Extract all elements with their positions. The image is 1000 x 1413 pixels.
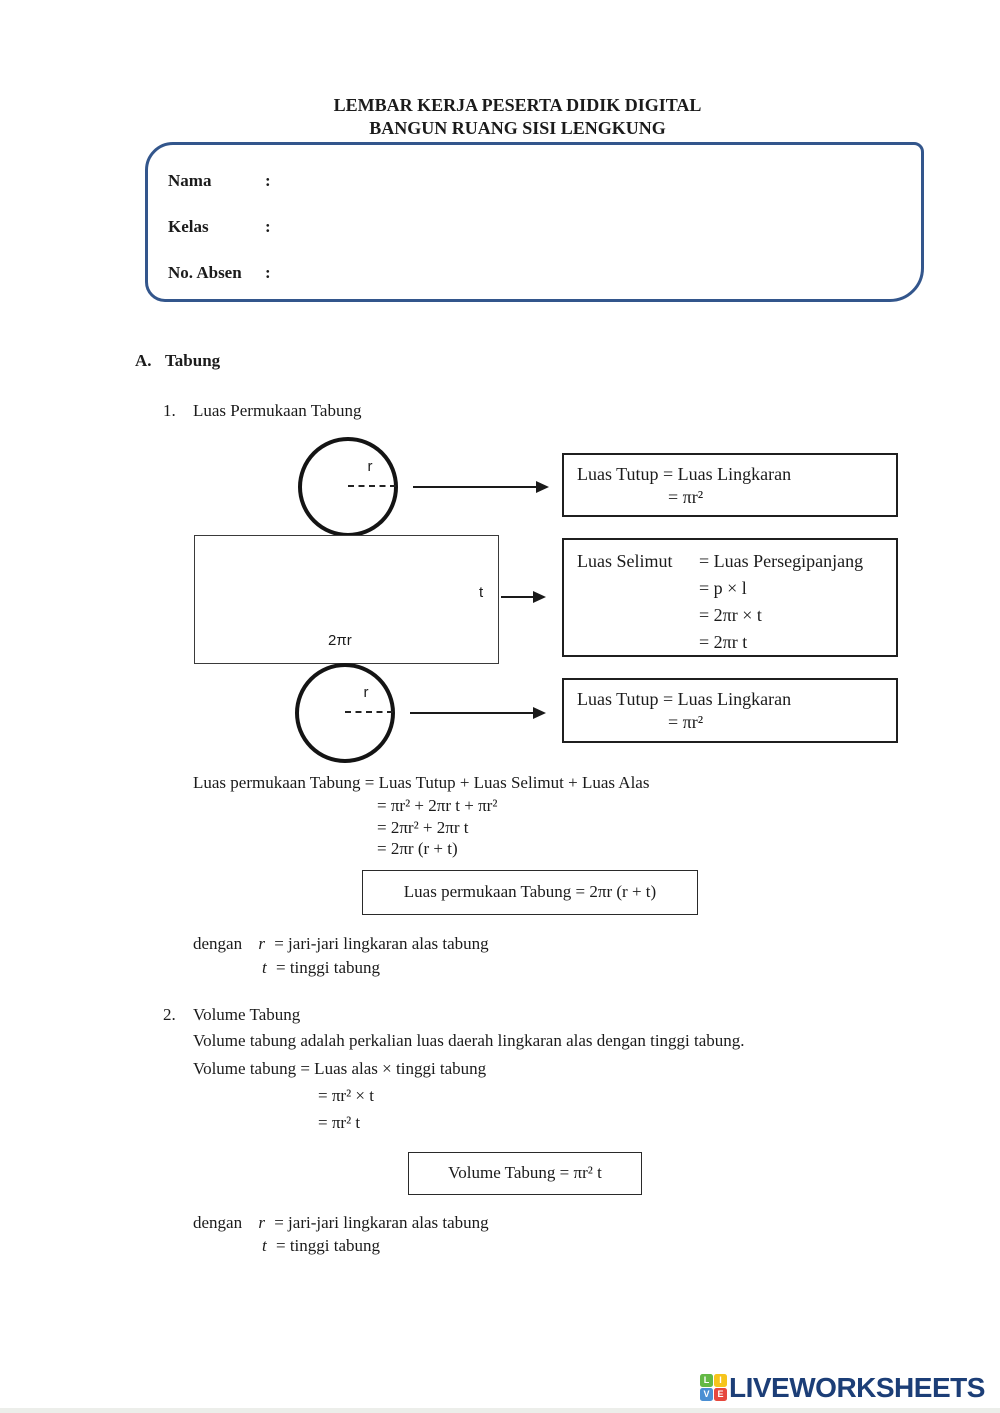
arrow-bottom-line <box>410 712 533 714</box>
surface-formula-box: Luas permukaan Tabung = 2πr (r + t) <box>362 870 698 915</box>
nama-colon: : <box>265 171 271 190</box>
logo-tile-e: E <box>714 1388 727 1401</box>
volume-formula-box: Volume Tabung = πr² t <box>408 1152 642 1195</box>
luas-tutup-line2: = πr² <box>668 487 704 507</box>
item1-title: Luas Permukaan Tabung <box>193 401 362 420</box>
rect-width-label: 2πr <box>328 632 352 649</box>
notes1-r-rest: = jari-jari lingkaran alas tabung <box>274 934 489 953</box>
surface-derivation-line3: = 2πr² + 2πr t <box>377 818 469 837</box>
nama-input-area[interactable] <box>288 169 901 195</box>
notes2-t-rest: = tinggi tabung <box>275 1236 381 1255</box>
notes1-t-rest: = tinggi tabung <box>275 958 381 977</box>
absen-input-area[interactable] <box>288 261 901 287</box>
luas-alas-line2: = πr² <box>668 712 704 732</box>
arrow-top-head-icon <box>536 481 549 493</box>
volume-line2: = πr² × t <box>318 1086 374 1105</box>
logo-tile-i: I <box>714 1374 727 1387</box>
page-bottom-edge <box>0 1408 1000 1413</box>
kelas-colon: : <box>265 217 271 236</box>
luas-tutup-line1: Luas Tutup = Luas Lingkaran <box>577 464 792 484</box>
liveworksheets-logo-text[interactable]: LIVEWORKSHEETS <box>729 1372 985 1403</box>
cylinder-side-rectangle: t 2πr <box>194 535 499 664</box>
worksheet-title-line1: LEMBAR KERJA PESERTA DIDIK DIGITAL <box>333 95 702 115</box>
section-a-number: A. <box>135 351 152 370</box>
bottom-radius-dashed-line <box>345 711 393 713</box>
notes2-t-var: t <box>262 1236 267 1255</box>
top-radius-dashed-line <box>348 485 396 487</box>
worksheet-header: LEMBAR KERJA PESERTA DIDIK DIGITAL BANGU… <box>35 94 1000 140</box>
luas-tutup-box-top: Luas Tutup = Luas Lingkaran = πr² <box>562 453 898 517</box>
arrow-middle-head-icon <box>533 591 546 603</box>
notes1-row2: t = tinggi tabung <box>262 957 380 978</box>
surface-derivation-line4: = 2πr (r + t) <box>377 839 458 858</box>
luas-selimut-box: Luas Selimut = Luas Persegipanjang = p ×… <box>562 538 898 657</box>
top-radius-label: r <box>367 458 373 475</box>
rect-height-label: t <box>479 584 484 601</box>
notes1-row1: dengan r = jari-jari lingkaran alas tabu… <box>193 933 489 954</box>
luas-selimut-head: Luas Selimut <box>577 551 673 571</box>
bottom-radius-label: r <box>363 684 369 701</box>
cylinder-bottom-circle <box>295 663 395 763</box>
identity-row-absen: No. Absen : <box>148 263 921 285</box>
kelas-label: Kelas <box>168 217 209 236</box>
volume-description: Volume tabung adalah perkalian luas daer… <box>193 1031 745 1050</box>
luas-selimut-eq1: = Luas Persegipanjang <box>699 551 864 571</box>
arrow-top-line <box>413 486 536 488</box>
notes2-row1: dengan r = jari-jari lingkaran alas tabu… <box>193 1212 489 1233</box>
arrow-bottom-head-icon <box>533 707 546 719</box>
luas-selimut-line3: = 2πr × t <box>699 605 762 625</box>
section-a-title: Tabung <box>165 351 221 370</box>
notes2-dengan: dengan <box>193 1213 243 1232</box>
identity-box: Nama : Kelas : No. Absen : <box>145 142 924 302</box>
surface-derivation-line2: = πr² + 2πr t + πr² <box>377 796 498 815</box>
nama-label: Nama <box>168 171 212 190</box>
item1-number: 1. <box>163 401 176 420</box>
cylinder-top-circle <box>298 437 398 537</box>
absen-colon: : <box>265 263 271 282</box>
identity-row-kelas: Kelas : <box>148 217 921 239</box>
notes2-r-var: r <box>258 1213 265 1232</box>
notes1-t-var: t <box>262 958 267 977</box>
surface-derivation-line1: Luas permukaan Tabung = Luas Tutup + Lua… <box>193 773 650 792</box>
luas-selimut-line4: = 2πr t <box>699 632 748 652</box>
luas-selimut-line2: = p × l <box>699 578 747 598</box>
volume-line3: = πr² t <box>318 1113 361 1132</box>
notes2-row2: t = tinggi tabung <box>262 1235 380 1256</box>
logo-tile-v: V <box>700 1388 713 1401</box>
logo-tile-l: L <box>700 1374 713 1387</box>
notes2-r-rest: = jari-jari lingkaran alas tabung <box>274 1213 489 1232</box>
kelas-input-area[interactable] <box>288 215 901 241</box>
item2-number: 2. <box>163 1005 176 1024</box>
liveworksheets-logo-icon[interactable]: L I V E <box>700 1374 728 1404</box>
identity-row-nama: Nama : <box>148 171 921 193</box>
arrow-middle-line <box>501 596 533 598</box>
item2-title: Volume Tabung <box>193 1005 301 1024</box>
volume-line1: Volume tabung = Luas alas × tinggi tabun… <box>193 1059 487 1078</box>
absen-label: No. Absen <box>168 263 242 282</box>
notes1-r-var: r <box>258 934 265 953</box>
luas-tutup-box-bottom: Luas Tutup = Luas Lingkaran = πr² <box>562 678 898 743</box>
worksheet-title-line2: BANGUN RUANG SISI LENGKUNG <box>369 118 666 138</box>
notes1-dengan: dengan <box>193 934 243 953</box>
luas-alas-line1: Luas Tutup = Luas Lingkaran <box>577 689 792 709</box>
